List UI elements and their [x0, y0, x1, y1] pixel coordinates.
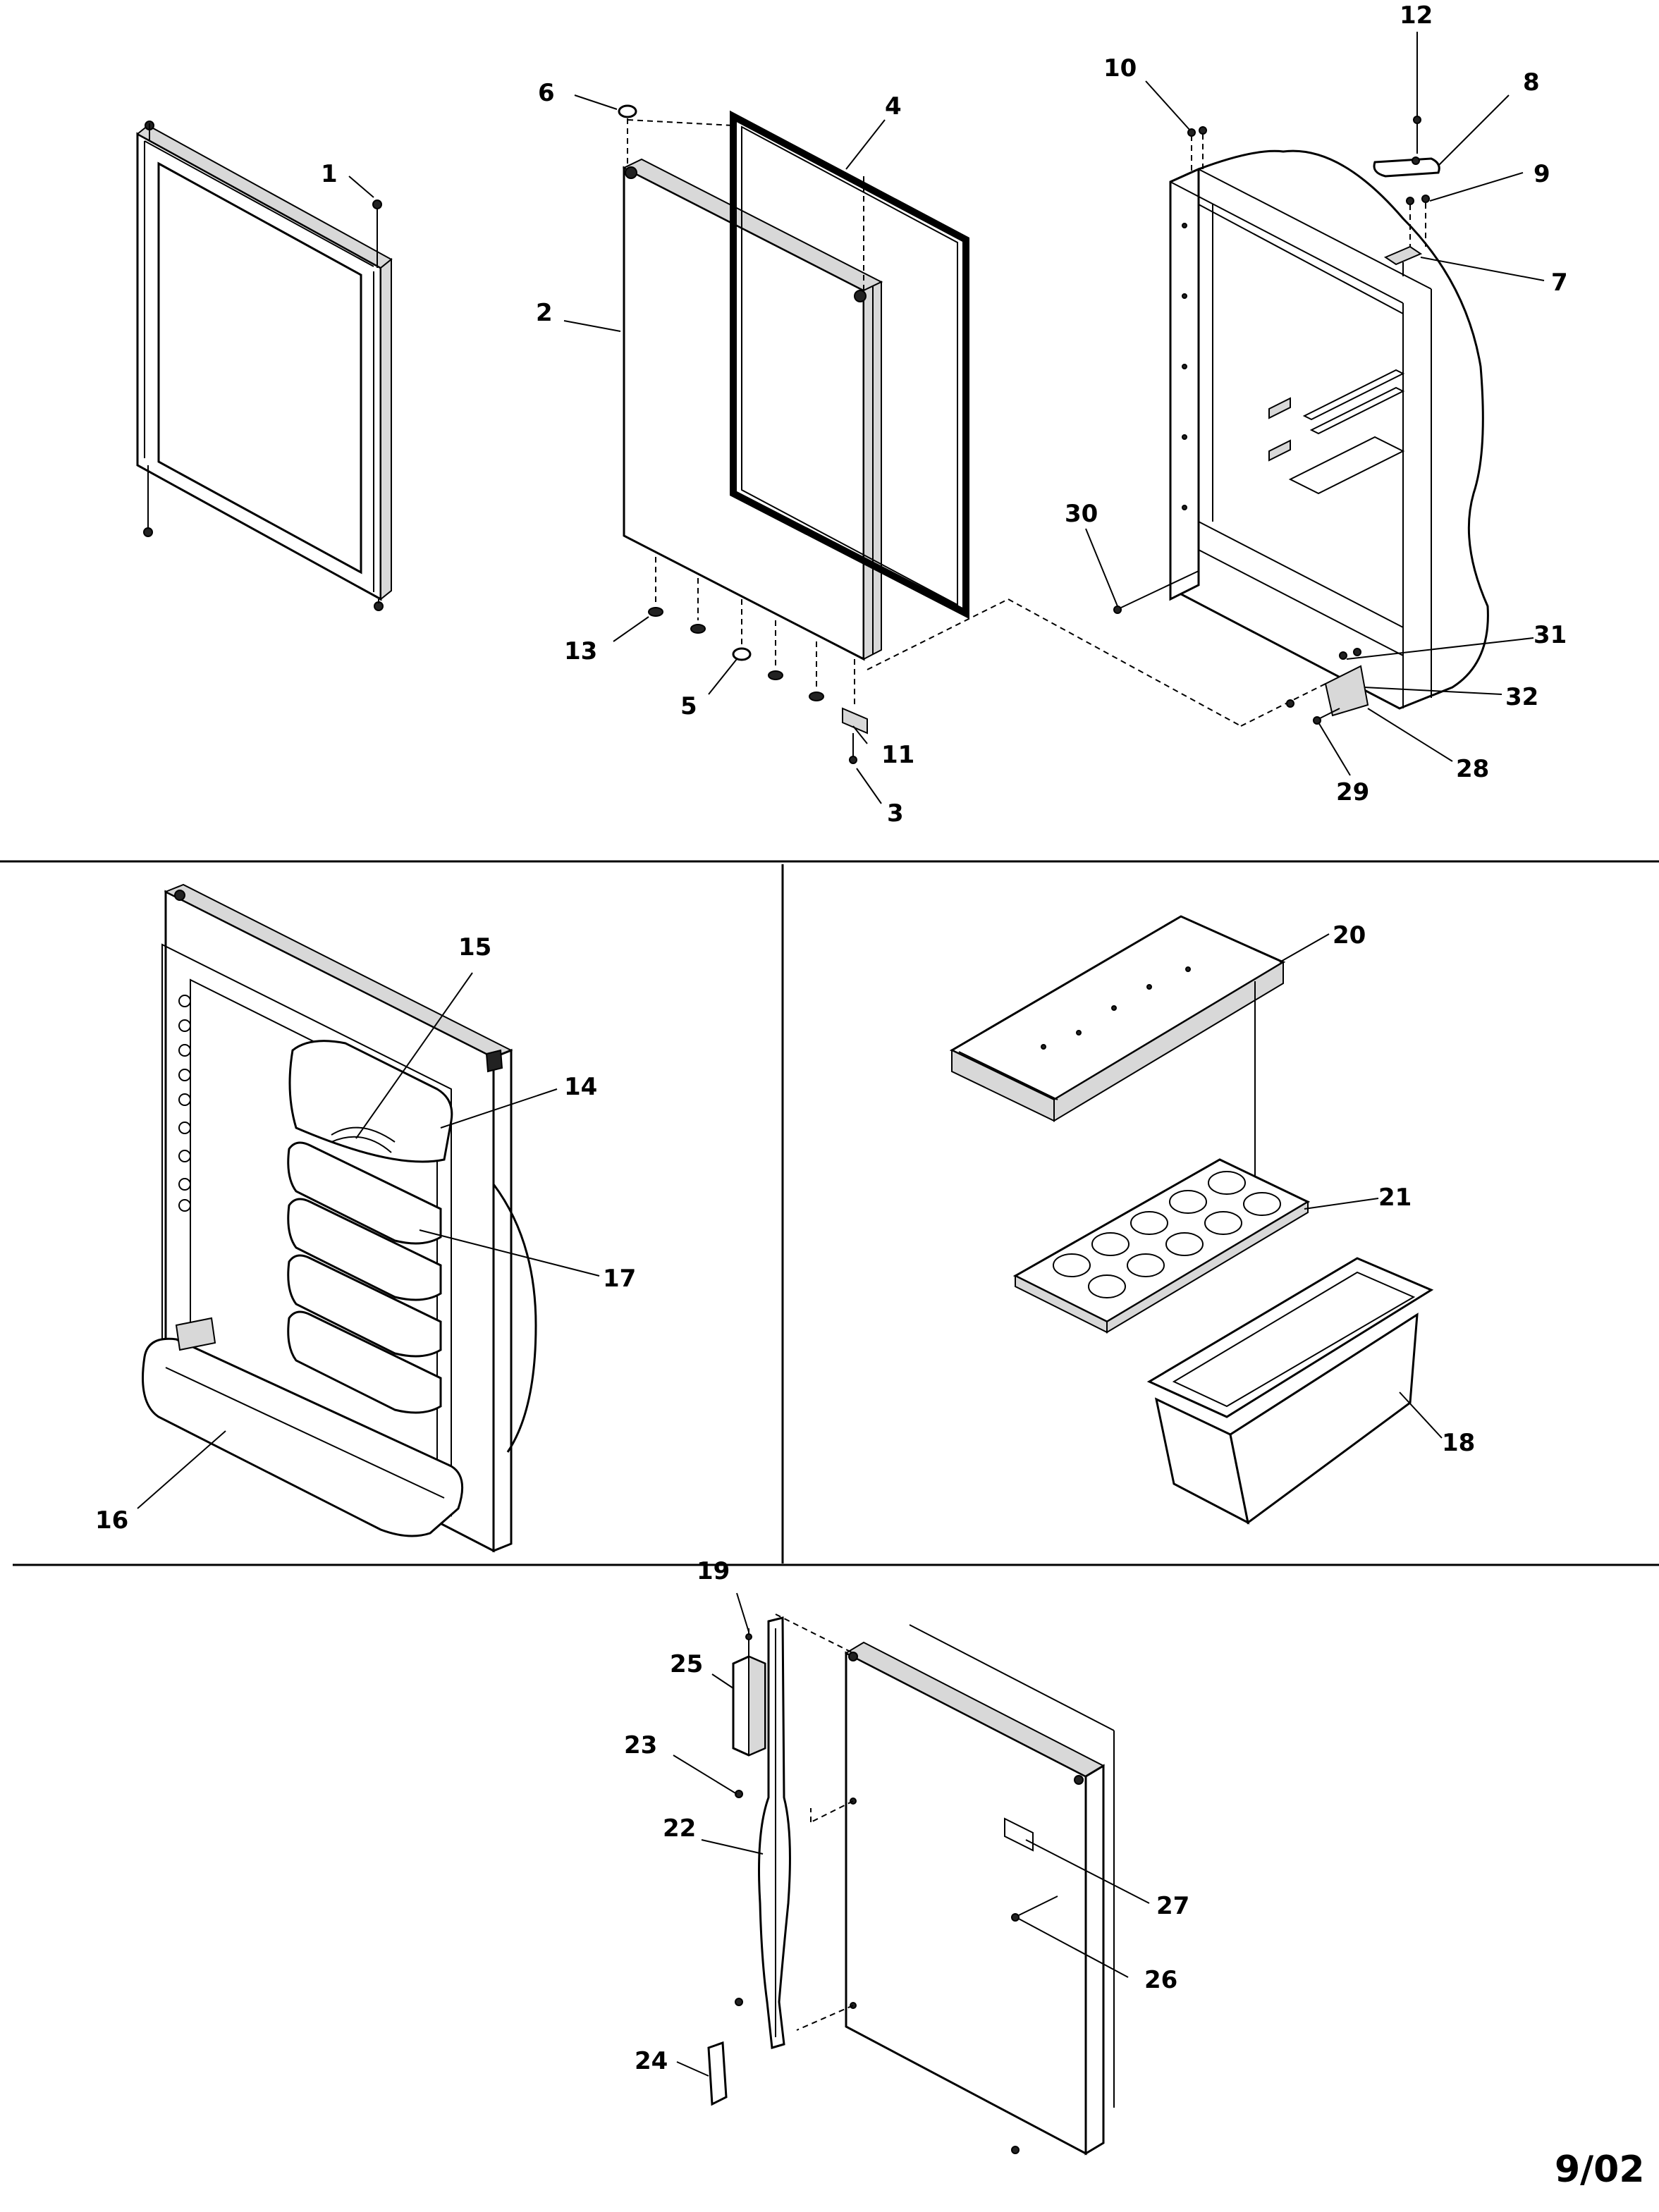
cabinet-body [1169, 149, 1489, 710]
label-part-29: 29 [1336, 778, 1369, 806]
hinge-part-11 [842, 598, 1326, 764]
label-part-8: 8 [1523, 68, 1540, 97]
outer-door-panel [775, 1614, 1115, 2156]
bottom-hinge-hardware [1113, 570, 1369, 725]
label-part-4: 4 [885, 92, 902, 121]
label-part-9: 9 [1533, 160, 1550, 188]
label-part-25: 25 [670, 1650, 703, 1678]
label-part-7: 7 [1551, 269, 1568, 297]
label-part-12: 12 [1400, 1, 1433, 30]
handle-endcaps [707, 1628, 766, 2106]
bin-part-18 [1146, 1257, 1434, 1525]
label-part-2: 2 [536, 299, 553, 327]
label-part-11: 11 [881, 741, 914, 769]
section-dividers [0, 860, 1659, 1566]
door-bin-part-16 [142, 1317, 464, 1537]
label-part-23: 23 [624, 1731, 657, 1759]
date-code: 9/02 [1555, 2149, 1645, 2191]
label-part-22: 22 [663, 1814, 696, 1843]
frame-part-1 [136, 121, 393, 611]
label-part-3: 3 [887, 799, 904, 828]
label-part-28: 28 [1456, 755, 1489, 783]
label-part-24: 24 [635, 2047, 668, 2075]
label-part-16: 16 [95, 1506, 128, 1535]
label-part-17: 17 [603, 1265, 636, 1293]
shelf-part-20 [949, 915, 1286, 1184]
label-part-19: 19 [697, 1557, 730, 1585]
label-part-32: 32 [1505, 683, 1538, 711]
leader-lines [137, 32, 1545, 2077]
label-part-6: 6 [538, 79, 555, 107]
label-part-20: 20 [1333, 921, 1366, 950]
gasket-part-4 [730, 110, 969, 620]
label-part-15: 15 [458, 933, 491, 961]
label-part-27: 27 [1156, 1892, 1189, 1920]
plug-part-6 [618, 104, 637, 164]
top-hinge-hardware [1187, 116, 1440, 276]
handle-part-22 [758, 1616, 791, 2049]
label-part-1: 1 [321, 160, 338, 188]
label-part-13: 13 [564, 637, 597, 665]
part-number-labels: 1 6 4 2 13 5 11 3 12 8 9 10 7 30 31 32 2… [95, 1, 1645, 2191]
label-part-10: 10 [1103, 54, 1137, 82]
label-part-14: 14 [564, 1073, 597, 1101]
label-part-31: 31 [1533, 621, 1567, 649]
door-shelves-part-17 [287, 1141, 442, 1414]
label-part-5: 5 [680, 692, 697, 720]
bottom-plugs [648, 557, 824, 701]
label-part-26: 26 [1144, 1966, 1177, 1994]
egg-tray-part-21 [1012, 1158, 1311, 1334]
dairy-compartment-part-15 [288, 1040, 453, 1163]
label-part-18: 18 [1442, 1429, 1475, 1457]
door-panel-part-2 [622, 119, 883, 661]
label-part-30: 30 [1065, 500, 1098, 528]
label-part-21: 21 [1378, 1184, 1412, 1212]
